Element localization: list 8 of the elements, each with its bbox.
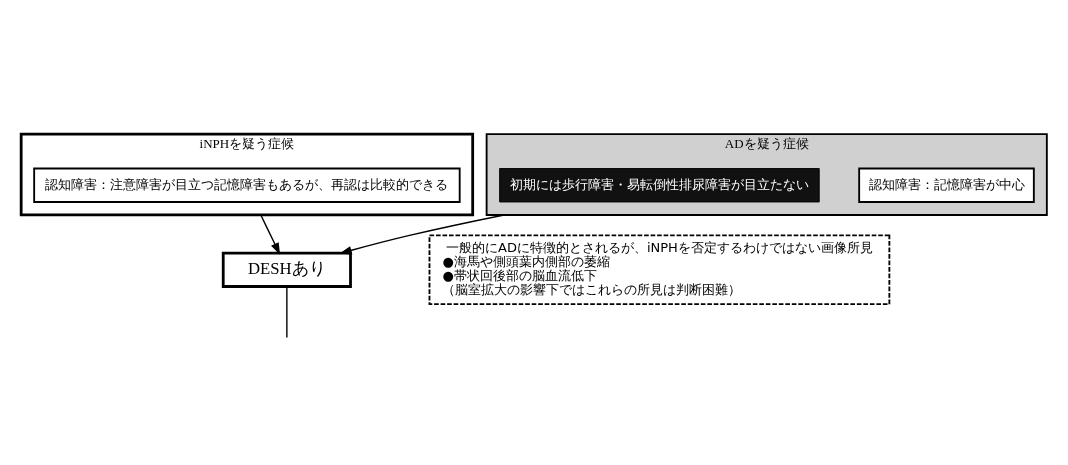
connector [286, 285, 288, 339]
arrow [260, 214, 281, 255]
arrow [339, 214, 505, 255]
node-box: DESHあり [221, 251, 352, 288]
node-box: 認知障害：記憶障害が中心 [858, 167, 1035, 203]
node-box: 一般的にADに特徴的とされるが、iNPHを否定するわけではない画像所見 ●海馬や側頭葉内側部の萎縮 ●帯状回後部の脳血流低下 （脳室拡大の影響下ではこれらの所見は判断困難） [428, 234, 891, 306]
node-box: 認知障害：注意障害が目立つ記憶障害もあるが、再認は比較的できる [33, 167, 461, 203]
node-box: 初期には歩行障害・易転倒性排尿障害が目立たない [499, 168, 820, 203]
